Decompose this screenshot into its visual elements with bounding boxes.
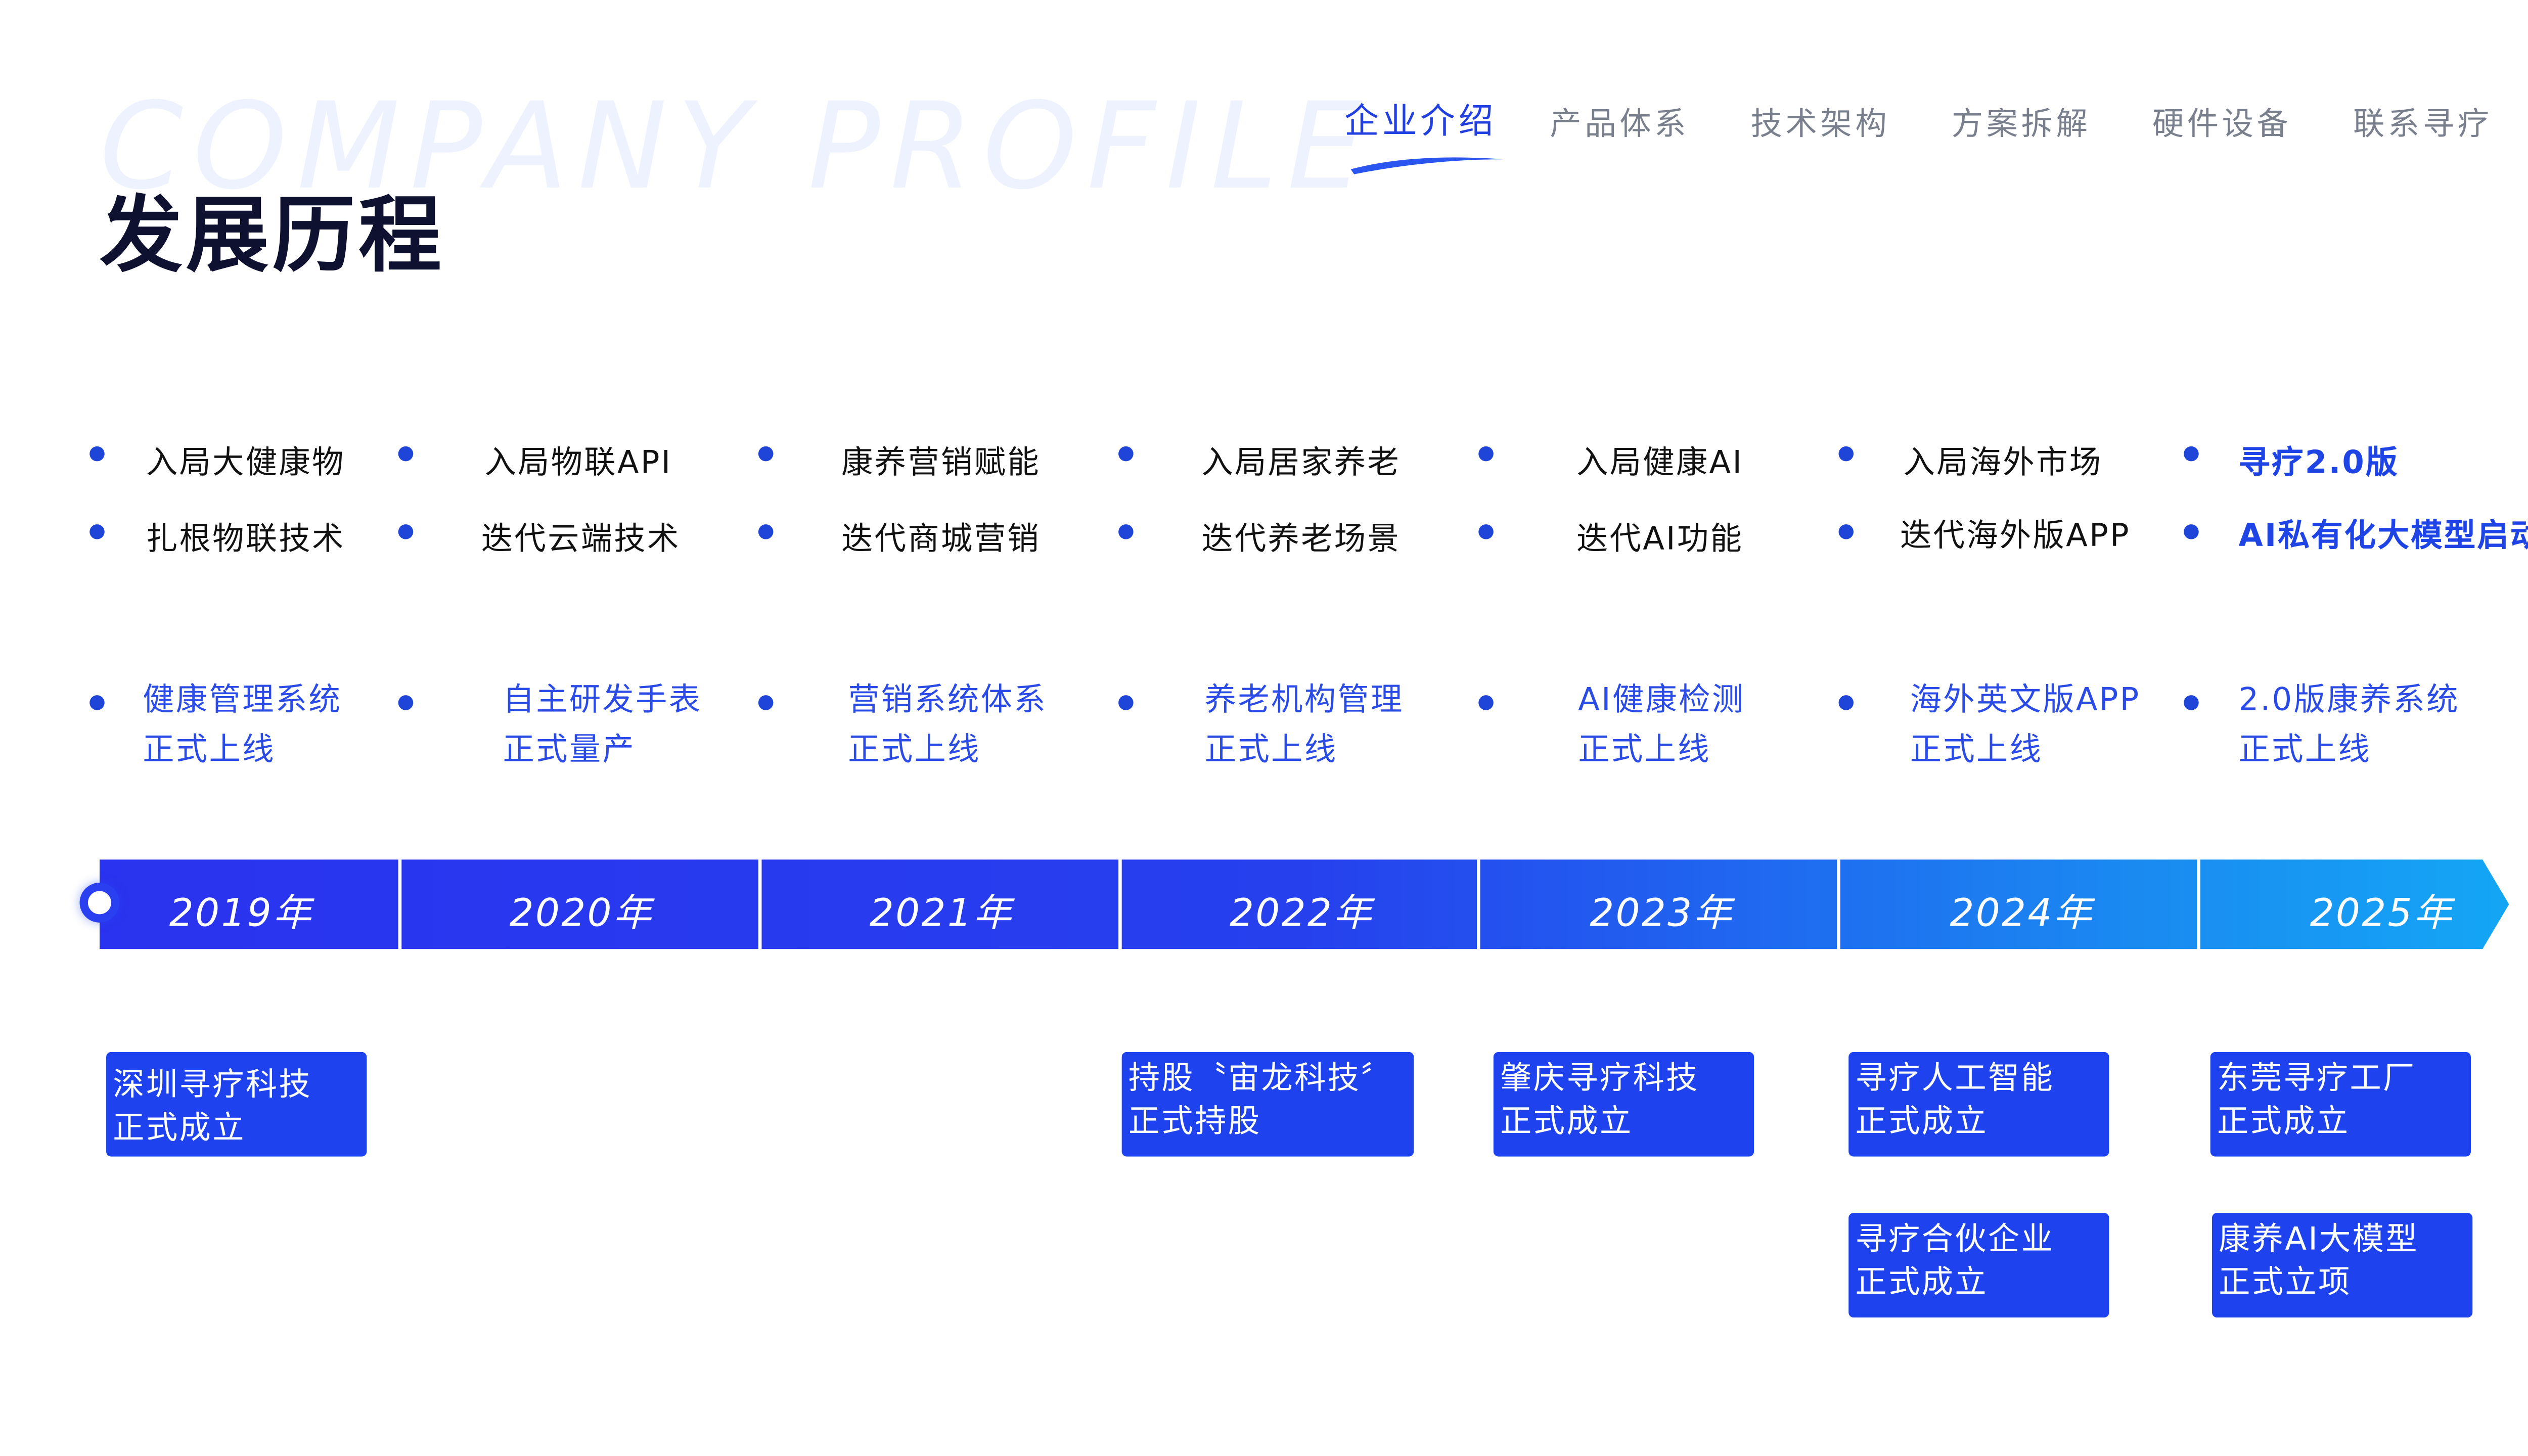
- timeline-divider: [1477, 859, 1480, 949]
- milestone-line-1: 营销系统体系: [848, 681, 1048, 719]
- nav-item-tech[interactable]: 技术架构: [1750, 106, 1890, 143]
- nav-active-underline: [1350, 157, 1504, 174]
- page-title: 发展历程: [99, 187, 445, 284]
- nav-item-company-intro[interactable]: 企业介绍: [1344, 101, 1497, 141]
- event-line-1: 深圳寻疗科技: [113, 1067, 312, 1104]
- bullet-dot: [398, 524, 414, 539]
- bullet-dot: [398, 446, 414, 462]
- event-box-2024-a: 寻疗人工智能 正式成立: [1848, 1052, 2109, 1157]
- event-line-1: 寻疗合伙企业: [1855, 1221, 2055, 1258]
- milestone-line-1: AI健康检测: [1578, 681, 1745, 719]
- bullet-dot: [89, 524, 105, 539]
- bullet-dot: [89, 695, 105, 710]
- nav-item-contact[interactable]: 联系寻疗: [2353, 106, 2493, 143]
- timeline-bar: [99, 859, 2509, 949]
- bullet-dot: [1118, 524, 1134, 539]
- timeline-divider: [398, 859, 402, 949]
- nav-item-solutions[interactable]: 方案拆解: [1951, 106, 2091, 143]
- bullet-dot: [2184, 446, 2199, 462]
- event-line-1: 肇庆寻疗科技: [1500, 1060, 1699, 1097]
- item-text: 迭代云端技术: [481, 521, 681, 558]
- milestone-line-1: 海外英文版APP: [1910, 681, 2141, 719]
- milestone-line-2: 正式上线: [143, 732, 276, 768]
- year-label-2020: 2020年: [509, 892, 653, 936]
- event-box-2022: 持股〝宙龙科技〞 正式持股: [1121, 1052, 1414, 1157]
- item-text: 康养营销赋能: [841, 444, 1041, 481]
- bullet-dot: [1118, 446, 1134, 462]
- event-line-1: 持股〝宙龙科技〞: [1128, 1060, 1394, 1097]
- event-box-2025-a: 东莞寻疗工厂 正式成立: [2210, 1052, 2471, 1157]
- milestone-line-1: 养老机构管理: [1204, 681, 1404, 719]
- milestone-line-2: 正式上线: [1204, 732, 1338, 768]
- milestone-line-1: 2.0版康养系统: [2238, 681, 2460, 719]
- bullet-dot: [1838, 695, 1854, 710]
- bullet-dot: [398, 695, 414, 710]
- year-label-2019: 2019年: [169, 892, 313, 936]
- event-box-2023: 肇庆寻疗科技 正式成立: [1493, 1052, 1754, 1157]
- event-box-2024-b: 寻疗合伙企业 正式成立: [1848, 1213, 2109, 1317]
- timeline-divider: [758, 859, 762, 949]
- event-line-1: 康养AI大模型: [2219, 1221, 2419, 1258]
- item-text: 入局居家养老: [1201, 444, 1401, 481]
- item-text: 入局健康AI: [1576, 444, 1744, 481]
- timeline-divider: [1118, 859, 1122, 949]
- timeline-start-marker: [79, 883, 120, 923]
- bullet-dot: [1478, 695, 1494, 710]
- item-text: 入局大健康物: [146, 444, 345, 481]
- event-line-2: 正式成立: [1855, 1264, 1988, 1301]
- nav-item-products[interactable]: 产品体系: [1550, 106, 1690, 143]
- milestone-line-2: 正式上线: [848, 732, 981, 768]
- timeline-divider: [2197, 859, 2200, 949]
- milestone-line-2: 正式上线: [2238, 732, 2372, 768]
- year-label-2023: 2023年: [1590, 892, 1734, 936]
- year-label-2025: 2025年: [2310, 892, 2454, 936]
- event-line-2: 正式成立: [113, 1110, 246, 1147]
- year-label-2024: 2024年: [1950, 892, 2094, 936]
- milestone-line-1: 健康管理系统: [143, 681, 342, 719]
- event-line-2: 正式立项: [2219, 1264, 2352, 1301]
- milestone-line-2: 正式上线: [1578, 732, 1711, 768]
- bullet-dot: [1478, 446, 1494, 462]
- milestone-line-2: 正式上线: [1910, 732, 2043, 768]
- bullet-dot: [89, 446, 105, 462]
- item-text: 寻疗2.0版: [2238, 444, 2399, 481]
- event-line-2: 正式成立: [1855, 1103, 1988, 1140]
- item-text: 扎根物联技术: [146, 521, 345, 558]
- item-text: 迭代养老场景: [1201, 521, 1401, 558]
- bullet-dot: [758, 524, 774, 539]
- item-text: 迭代商城营销: [841, 521, 1041, 558]
- year-label-2021: 2021年: [869, 892, 1013, 936]
- bullet-dot: [758, 446, 774, 462]
- milestone-line-1: 自主研发手表: [503, 681, 702, 719]
- event-box-2025-b: 康养AI大模型 正式立项: [2211, 1213, 2473, 1317]
- event-line-2: 正式成立: [2217, 1103, 2350, 1140]
- year-label-2022: 2022年: [1229, 892, 1374, 936]
- bullet-dot: [2184, 524, 2199, 539]
- watermark-text: COMPANY PROFILE: [99, 76, 1373, 216]
- item-text: 迭代海外版APP: [1900, 517, 2131, 555]
- event-line-2: 正式持股: [1128, 1103, 1261, 1140]
- nav-item-hardware[interactable]: 硬件设备: [2152, 106, 2292, 143]
- milestone-line-2: 正式量产: [503, 732, 636, 768]
- event-line-1: 寻疗人工智能: [1855, 1060, 2055, 1097]
- event-line-1: 东莞寻疗工厂: [2217, 1060, 2416, 1097]
- event-line-2: 正式成立: [1500, 1103, 1633, 1140]
- item-text: 入局海外市场: [1903, 444, 2103, 481]
- event-box-2019: 深圳寻疗科技 正式成立: [106, 1052, 367, 1157]
- bullet-dot: [1478, 524, 1494, 539]
- bullet-dot: [1838, 524, 1854, 539]
- bullet-dot: [758, 695, 774, 710]
- item-text: 迭代AI功能: [1576, 521, 1744, 558]
- bullet-dot: [1118, 695, 1134, 710]
- item-text: AI私有化大模型启动: [2238, 517, 2528, 555]
- timeline-divider: [1837, 859, 1840, 949]
- bullet-dot: [2184, 695, 2199, 710]
- bullet-dot: [1838, 446, 1854, 462]
- item-text: 入局物联API: [484, 444, 672, 481]
